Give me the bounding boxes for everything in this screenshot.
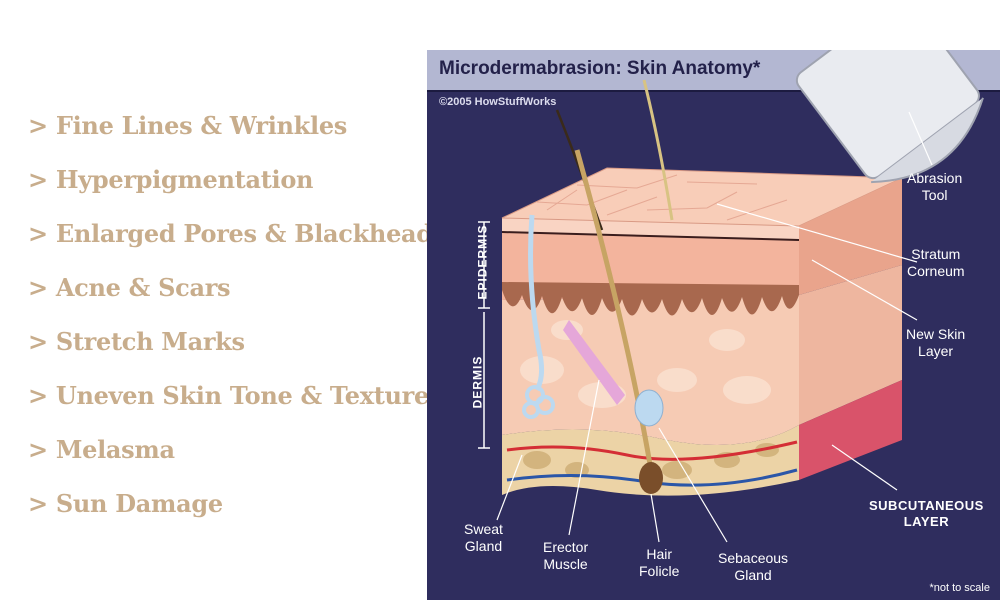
skin-anatomy-diagram: Microdermabrasion: Skin Anatomy* ©2005 H…: [427, 50, 1000, 600]
stratum-corneum-layer: [502, 218, 799, 240]
epidermis-layer: [502, 230, 799, 300]
sweat-gland-coil: [522, 385, 555, 419]
benefit-item: > Fine Lines & Wrinkles: [28, 111, 348, 140]
abrasion-tool-label: Abrasion Tool: [907, 170, 963, 203]
benefits-list: > Fine Lines & Wrinkles > Hyperpigmentat…: [28, 106, 446, 538]
benefit-item: > Sun Damage: [28, 489, 223, 518]
erector-muscle: [563, 320, 625, 405]
skin-cross-section-illustration: [478, 50, 984, 543]
dermis-label: DERMIS: [470, 355, 485, 409]
blood-vessel-red: [506, 440, 798, 461]
scale-footnote: *not to scale: [929, 582, 990, 594]
stratum-corneum-label: Stratum Corneum: [907, 246, 965, 279]
sweat-gland-duct: [528, 214, 545, 392]
hair-follicle: [574, 149, 654, 471]
benefit-item: > Hyperpigmentation: [28, 165, 314, 194]
sweat-gland-label: Sweat Gland: [464, 521, 503, 554]
subcutaneous-layer-label: SUBCUTANEOUS LAYER: [869, 498, 984, 529]
sebaceous-gland-label: Sebaceous Gland: [718, 550, 789, 583]
surface-cells: [536, 174, 788, 221]
sebaceous-gland: [634, 389, 664, 427]
hair-follicle-label: Hair Folicle: [639, 546, 680, 579]
benefit-item: > Acne & Scars: [28, 273, 231, 302]
leader-lines: [496, 111, 933, 543]
benefit-item: > Uneven Skin Tone & Texture: [28, 381, 429, 410]
dermis-texture: [520, 320, 771, 408]
layer-brackets: [478, 221, 490, 449]
skin-side-face: [799, 178, 902, 295]
hair-bulb: [639, 462, 663, 494]
new-skin-layer-label: New Skin Layer: [906, 326, 966, 359]
benefit-item: > Melasma: [28, 435, 175, 464]
erector-muscle-label: Erector Muscle: [543, 539, 589, 572]
rete-ridges: [502, 282, 799, 316]
benefit-item: > Stretch Marks: [28, 327, 245, 356]
benefit-item: > Enlarged Pores & Blackheads: [28, 219, 446, 248]
epidermis-label: EPIDERMIS: [475, 224, 490, 300]
diagram-title: Microdermabrasion: Skin Anatomy*: [439, 58, 761, 79]
diagram-credit: ©2005 HowStuffWorks: [439, 96, 557, 108]
abrasion-tool: [795, 50, 984, 184]
hair-shaft-1: [642, 79, 674, 221]
